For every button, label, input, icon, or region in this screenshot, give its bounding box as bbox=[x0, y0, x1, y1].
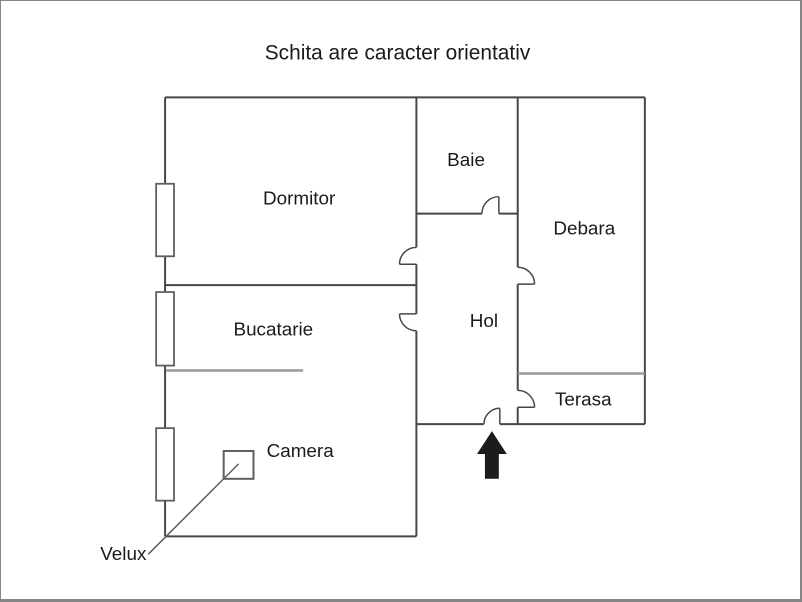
door-arc-dormitor bbox=[398, 246, 417, 265]
door-arc-bucatarie bbox=[398, 313, 417, 332]
room-label-hol: Hol bbox=[470, 310, 498, 331]
room-label-dormitor: Dormitor bbox=[263, 188, 335, 209]
velux-pointer-line bbox=[147, 463, 240, 555]
window-symbol-camera bbox=[155, 427, 175, 502]
door-arc-entrance bbox=[483, 407, 500, 425]
room-label-camera: Camera bbox=[267, 440, 335, 461]
room-label-debara: Debara bbox=[553, 217, 615, 238]
door-arc-terasa bbox=[517, 389, 536, 408]
window-symbol-dormitor bbox=[155, 182, 175, 258]
room-label-baie: Baie bbox=[447, 149, 485, 170]
window-symbol-bucatarie bbox=[155, 291, 175, 367]
room-label-terasa: Terasa bbox=[555, 388, 612, 409]
velux-skylight-symbol bbox=[222, 449, 255, 480]
annotation-velux: Velux bbox=[100, 543, 147, 564]
plan-disclaimer-title: Schita are caracter orientativ bbox=[265, 42, 531, 65]
door-arc-baie bbox=[481, 195, 499, 214]
door-arc-debara bbox=[517, 266, 536, 285]
entrance-arrow-icon bbox=[476, 431, 507, 479]
room-label-bucatarie: Bucatarie bbox=[234, 319, 314, 340]
